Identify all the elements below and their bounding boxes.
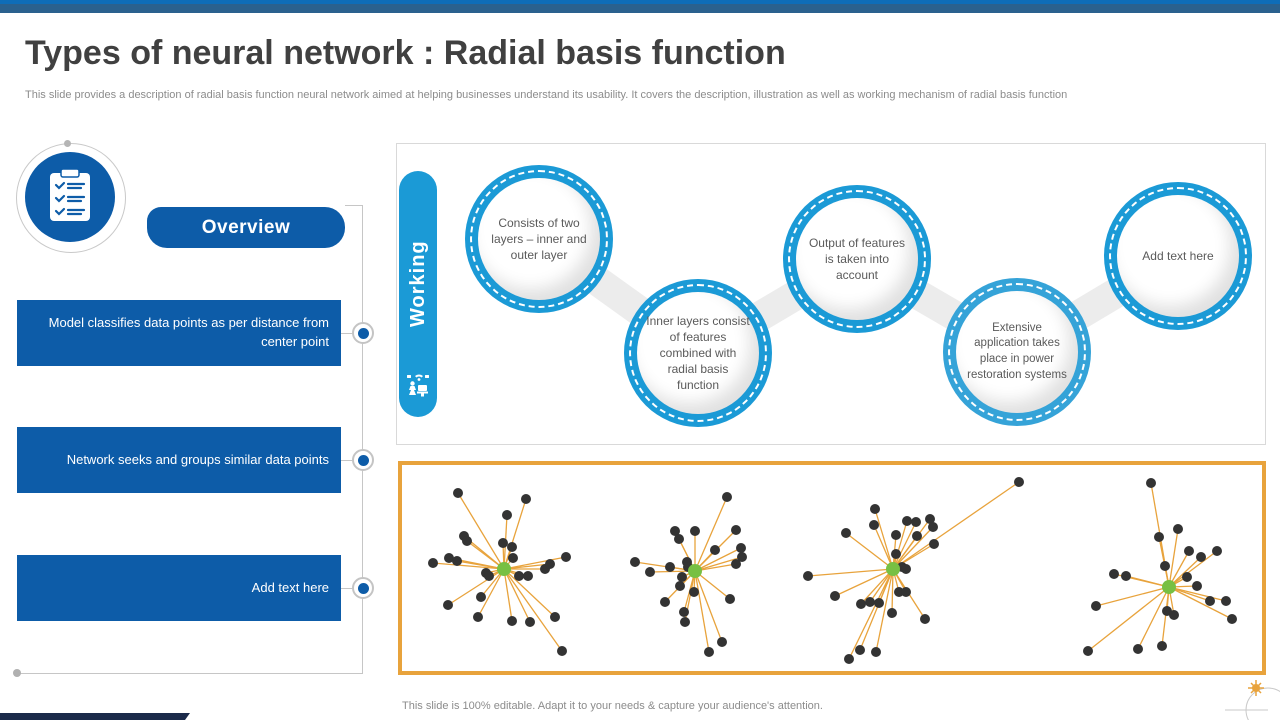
step-5-dash [1109,187,1247,325]
top-accent-band [0,4,1280,13]
connector-top-line [345,205,363,206]
connector-end-dot [13,669,21,677]
footer-navy-bar [0,713,190,720]
step-2-label: Inner layers consist of features combine… [646,313,750,393]
step-1-label: Consists of two layers – inner and outer… [491,215,587,263]
step-3-label: Output of features is taken into account [808,235,906,283]
overview-item-2-label: Network seeks and groups similar data po… [66,451,329,467]
clipboard-checklist-icon [48,167,92,228]
top-accent-stripe [0,0,1280,4]
radial-clusters-chart [428,477,1237,664]
step-4-label: Extensive application takes place in pow… [967,321,1067,381]
working-panel: Working Consists of two layers – inner a… [396,143,1266,445]
step-4-dash [948,283,1086,421]
footer-note: This slide is 100% editable. Adapt it to… [402,700,823,712]
step-2-dash [629,284,767,422]
connector-vertical-line [362,205,363,673]
page-subtitle: This slide provides a description of rad… [25,89,1068,101]
overview-item-1[interactable]: Model classifies data points as per dist… [17,300,341,366]
connector-node-3 [352,577,374,599]
working-step-4[interactable]: Extensive application takes place in pow… [943,278,1091,426]
clipboard-icon-arc [16,143,126,253]
connector-bottom-line [17,673,363,674]
working-heading: Working [406,240,429,328]
scatter-illustration-box[interactable] [398,461,1266,675]
step-3-dash [788,190,926,328]
connector-node-2 [352,449,374,471]
workstation-icon [406,371,430,402]
corner-decoration [1225,680,1280,720]
page-title: Types of neural network : Radial basis f… [25,34,786,72]
overview-heading[interactable]: Overview [147,207,345,248]
overview-item-3[interactable]: Add text here [17,555,341,621]
clipboard-arc-dot [64,140,71,147]
step-1-dash [470,170,608,308]
spark-icon [1248,680,1264,696]
clipboard-icon-circle [25,152,115,242]
working-step-3[interactable]: Output of features is taken into account [783,185,931,333]
overview-item-1-label: Model classifies data points as per dist… [48,315,329,349]
working-step-5[interactable]: Add text here [1104,182,1252,330]
step-5-label: Add text here [1142,248,1214,263]
working-step-1[interactable]: Consists of two layers – inner and outer… [465,165,613,313]
overview-item-2[interactable]: Network seeks and groups similar data po… [17,427,341,493]
overview-item-3-label: Add text here [251,579,329,595]
working-step-2[interactable]: Inner layers consist of features combine… [624,279,772,427]
overview-heading-label: Overview [201,216,291,238]
working-tab[interactable]: Working [399,171,437,417]
connector-node-1 [352,322,374,344]
